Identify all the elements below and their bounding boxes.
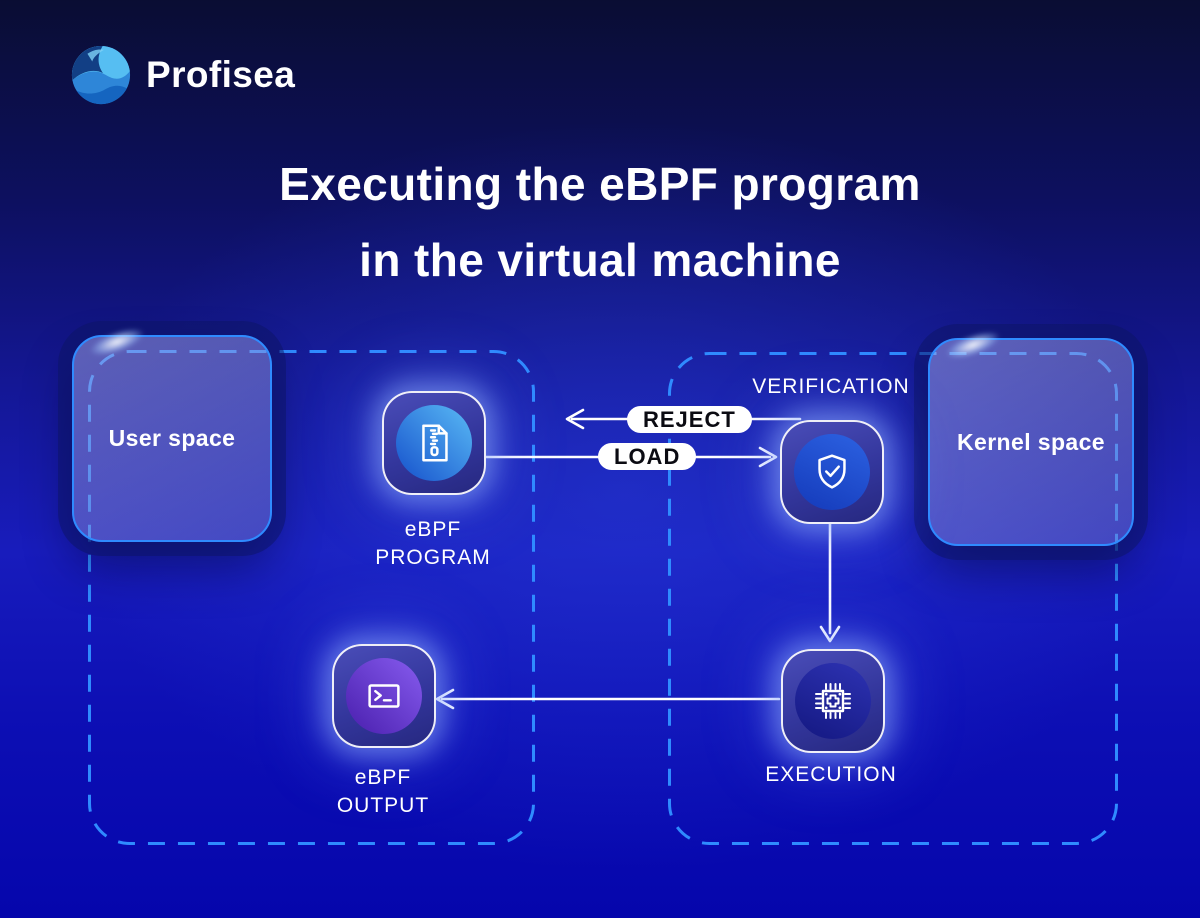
zip-file-icon [422,424,448,462]
ebpf-program-circle [396,405,472,481]
execution-node [781,649,885,753]
user-space-box: User space [72,335,272,542]
verification-node [780,420,884,524]
user-space-label: User space [108,425,236,451]
verification-label: VERIFICATION [752,375,910,398]
execution-label: EXECUTION [765,763,897,786]
terminal-icon [368,684,400,708]
page-title-line2: in the virtual machine [359,234,841,286]
page-title-line1: Executing the eBPF program [279,158,921,210]
ebpf-program-node [382,391,486,495]
user-space-region-border [88,350,535,845]
ebpf-output-circle [346,658,422,734]
profisea-wave-icon [71,45,131,105]
ebpf-output-label-line2: OUTPUT [336,794,430,817]
chip-icon [815,683,851,719]
page-title: Executing the eBPF program in the virtua… [0,146,1200,298]
kernel-space-label: Kernel space [957,428,1105,455]
kernel-space-region-border [668,352,1118,845]
execution-circle [795,663,871,739]
brand-name: Profisea [146,54,296,95]
ebpf-program-label-line2: PROGRAM [375,546,491,569]
ebpf-program-label: eBPF PROGRAM [313,516,553,572]
shield-check-icon [818,454,846,489]
load-pill: LOAD [598,443,697,470]
kernel-space-box: Kernel space [928,338,1134,546]
ebpf-output-node [332,644,436,748]
reject-pill: REJECT [627,406,752,433]
ebpf-output-label-line1: eBPF [354,766,412,789]
ebpf-program-label-line1: eBPF [404,518,462,541]
verification-circle [794,434,870,510]
brand-logo: Profisea [70,44,295,106]
ebpf-output-label: eBPF OUTPUT [263,764,503,820]
